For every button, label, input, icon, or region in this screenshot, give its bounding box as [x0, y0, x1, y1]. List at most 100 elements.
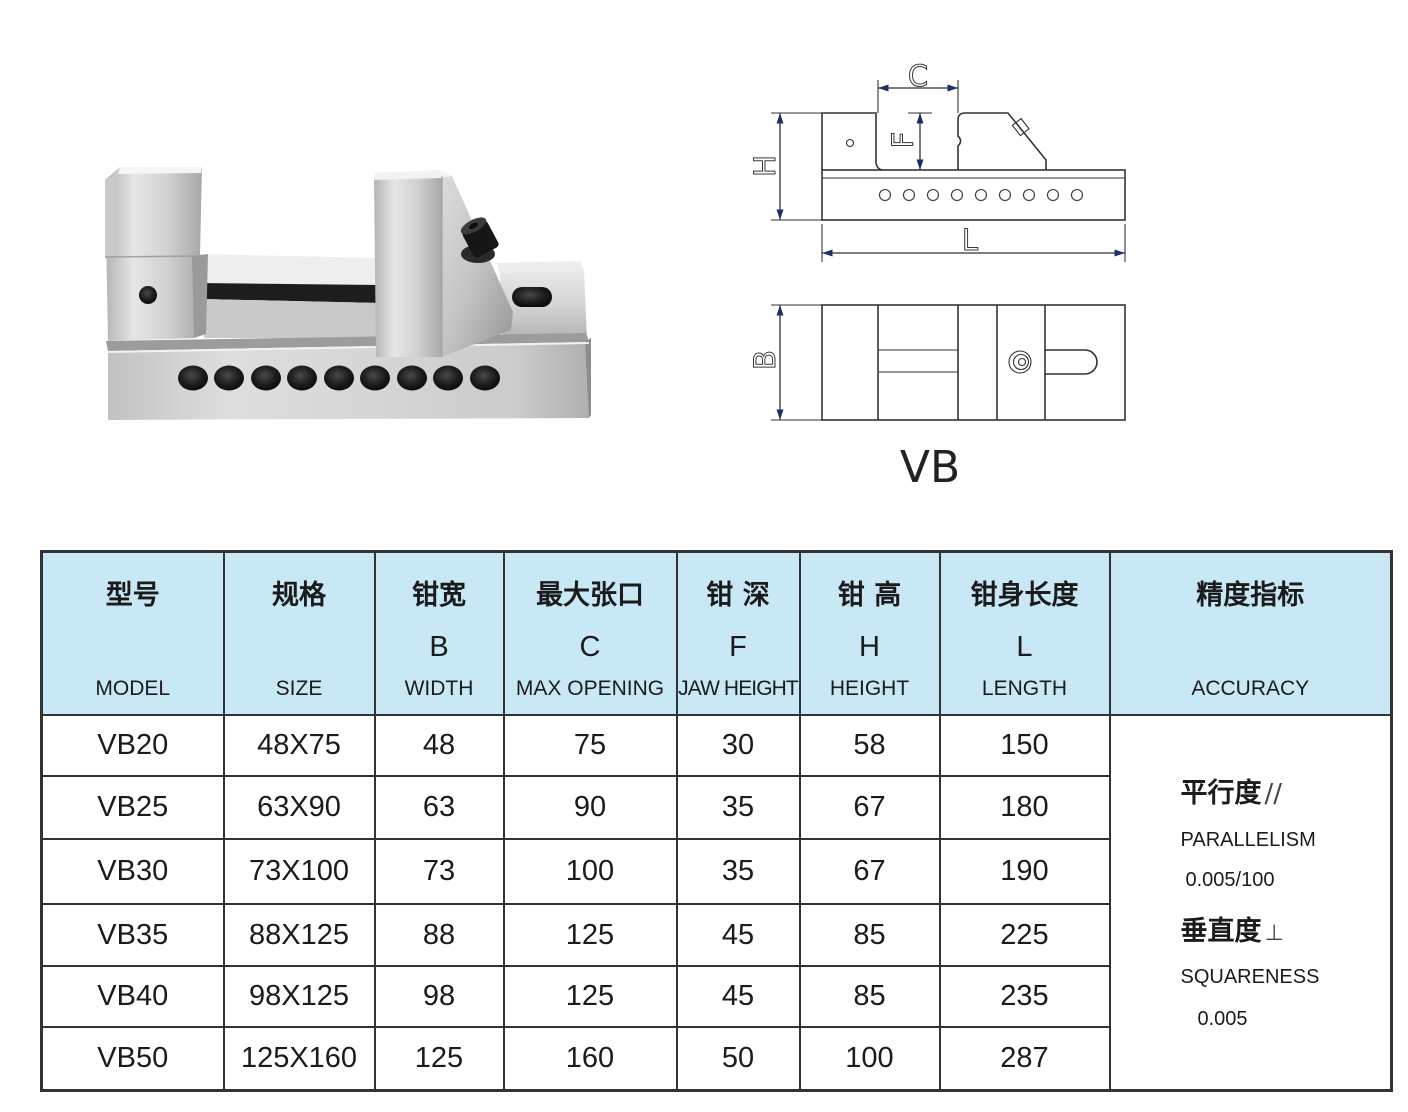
- header-width-letter: B: [429, 631, 449, 663]
- screw-head: [1008, 350, 1032, 374]
- dim-label-f: F: [886, 132, 920, 149]
- cell-max-opening: 160: [502, 1026, 678, 1092]
- vise-fixed-jaw: [104, 167, 208, 341]
- squareness-cn: 垂直度⊥: [1181, 916, 1284, 950]
- cell-width: 73: [373, 838, 505, 906]
- squareness-cn-text: 垂直度: [1180, 916, 1262, 947]
- table-row: VB25 63X90 63 90 35 67 180: [40, 775, 1392, 841]
- header-model-en: MODEL: [95, 677, 171, 700]
- base-hole: [178, 365, 208, 391]
- clamp-screw-outline: [1011, 117, 1030, 137]
- vise-rear-slide: [496, 261, 587, 340]
- dim-label-c: C: [908, 59, 928, 93]
- cell-width: 63: [373, 775, 505, 841]
- header-length-en: LENGTH: [981, 677, 1068, 700]
- cell-max-opening: 100: [502, 838, 678, 906]
- cell-length: 180: [938, 775, 1111, 841]
- cell-length: 235: [938, 965, 1111, 1029]
- header-model: 型号 MODEL: [40, 550, 225, 716]
- header-model-cn: 型号: [105, 580, 160, 611]
- cell-size: 98X125: [222, 965, 376, 1029]
- cell-height: 58: [798, 713, 941, 778]
- header-jaw-height: 钳 深 F JAW HEIGHT: [675, 550, 801, 716]
- header-max-opening: 最大张口 C MAX OPENING: [502, 550, 678, 716]
- cell-model: VB30: [40, 838, 225, 906]
- header-height: 钳 高 H HEIGHT: [798, 550, 941, 716]
- table-row: VB50 125X160 125 160 50 100 287: [40, 1026, 1392, 1092]
- spec-table: 型号 MODEL 规格 SIZE 钳宽 B WIDTH 最大张口 C MAX O…: [40, 550, 1393, 1092]
- table-row: VB40 98X125 98 125 45 85 235: [40, 965, 1392, 1029]
- header-max-opening-cn: 最大张口: [536, 580, 644, 611]
- header-height-cn: 钳 高: [837, 580, 902, 611]
- table-row: VB20 48X75 48 75 30 58 150 平行度// PARALLE…: [40, 713, 1393, 1092]
- base-hole: [397, 365, 427, 391]
- header-accuracy: 精度指标 ACCURACY: [1108, 550, 1393, 716]
- model-caption: VB: [900, 442, 960, 493]
- parallelism-en: PARALLELISM: [1180, 829, 1316, 851]
- squareness-en: SQUARENESS: [1180, 966, 1320, 988]
- squareness-symbol: ⊥: [1264, 921, 1284, 946]
- fixed-jaw-outline: [821, 112, 883, 171]
- dimension-b: B: [748, 304, 822, 421]
- dimension-f: F: [886, 112, 932, 170]
- cell-max-opening: 125: [502, 903, 678, 968]
- plan-view: B: [748, 304, 1126, 421]
- dim-label-b: B: [748, 350, 782, 370]
- base-outline: [821, 169, 1126, 221]
- jaw-hole: [139, 286, 157, 304]
- header-length-letter: L: [1016, 631, 1033, 663]
- header-jaw-height-en: JAW HEIGHT: [678, 677, 799, 700]
- cell-model: VB35: [40, 903, 225, 968]
- cell-jaw-height: 45: [675, 903, 801, 968]
- cell-length: 225: [938, 903, 1111, 968]
- cell-width: 88: [373, 903, 505, 968]
- header-size: 规格 SIZE: [222, 550, 376, 716]
- dim-label-h: H: [748, 155, 782, 177]
- cell-model: VB20: [40, 713, 225, 778]
- cell-model: VB25: [40, 775, 225, 841]
- technical-drawing: H C F L: [748, 59, 1126, 493]
- vise-slot: [512, 287, 552, 307]
- header-max-opening-en: MAX OPENING: [515, 677, 665, 700]
- parallelism-cn-text: 平行度: [1180, 778, 1262, 809]
- cell-model: VB40: [40, 965, 225, 1029]
- cell-width: 48: [373, 713, 505, 778]
- cell-size: 63X90: [222, 775, 376, 841]
- cell-jaw-height: 30: [675, 713, 801, 778]
- header-height-letter: H: [859, 631, 880, 663]
- base-hole: [360, 365, 390, 391]
- cell-max-opening: 90: [502, 775, 678, 841]
- base-hole: [214, 365, 244, 391]
- vise-photo: [104, 167, 591, 420]
- header-size-en: SIZE: [275, 677, 323, 700]
- dimension-c: C: [877, 59, 959, 113]
- jaw-pin-hole: [845, 138, 855, 148]
- cell-length: 287: [938, 1026, 1111, 1092]
- cell-size: 73X100: [222, 838, 376, 906]
- header-jaw-height-letter: F: [729, 631, 747, 663]
- cell-max-opening: 125: [502, 965, 678, 1029]
- cell-height: 67: [798, 838, 941, 906]
- parallelism-cn: 平行度//: [1181, 778, 1283, 810]
- parallelism-symbol: //: [1264, 779, 1283, 809]
- header-accuracy-cn: 精度指标: [1196, 580, 1305, 611]
- side-view: H C F L: [748, 59, 1126, 262]
- cell-jaw-height: 35: [675, 838, 801, 906]
- cell-length: 150: [938, 713, 1111, 778]
- base-hole: [287, 365, 317, 391]
- base-hole: [433, 365, 463, 391]
- cell-jaw-height: 45: [675, 965, 801, 1029]
- header-width-en: WIDTH: [404, 677, 474, 700]
- cell-length: 190: [938, 838, 1111, 906]
- cell-size: 88X125: [222, 903, 376, 968]
- header-length: 钳身长度 L LENGTH: [938, 550, 1111, 716]
- moving-jaw-outline: [957, 112, 1047, 170]
- base-holes: [878, 188, 1084, 202]
- vise-base: [106, 333, 591, 420]
- table-row: VB35 88X125 88 125 45 85 225: [40, 903, 1392, 968]
- cell-size: 48X75: [222, 713, 376, 778]
- header-jaw-height-cn: 钳 深: [706, 580, 770, 611]
- plan-outline: [821, 304, 1126, 421]
- cell-model: VB50: [40, 1026, 225, 1092]
- table-header-row: 型号 MODEL 规格 SIZE 钳宽 B WIDTH 最大张口 C MAX O…: [40, 550, 1393, 716]
